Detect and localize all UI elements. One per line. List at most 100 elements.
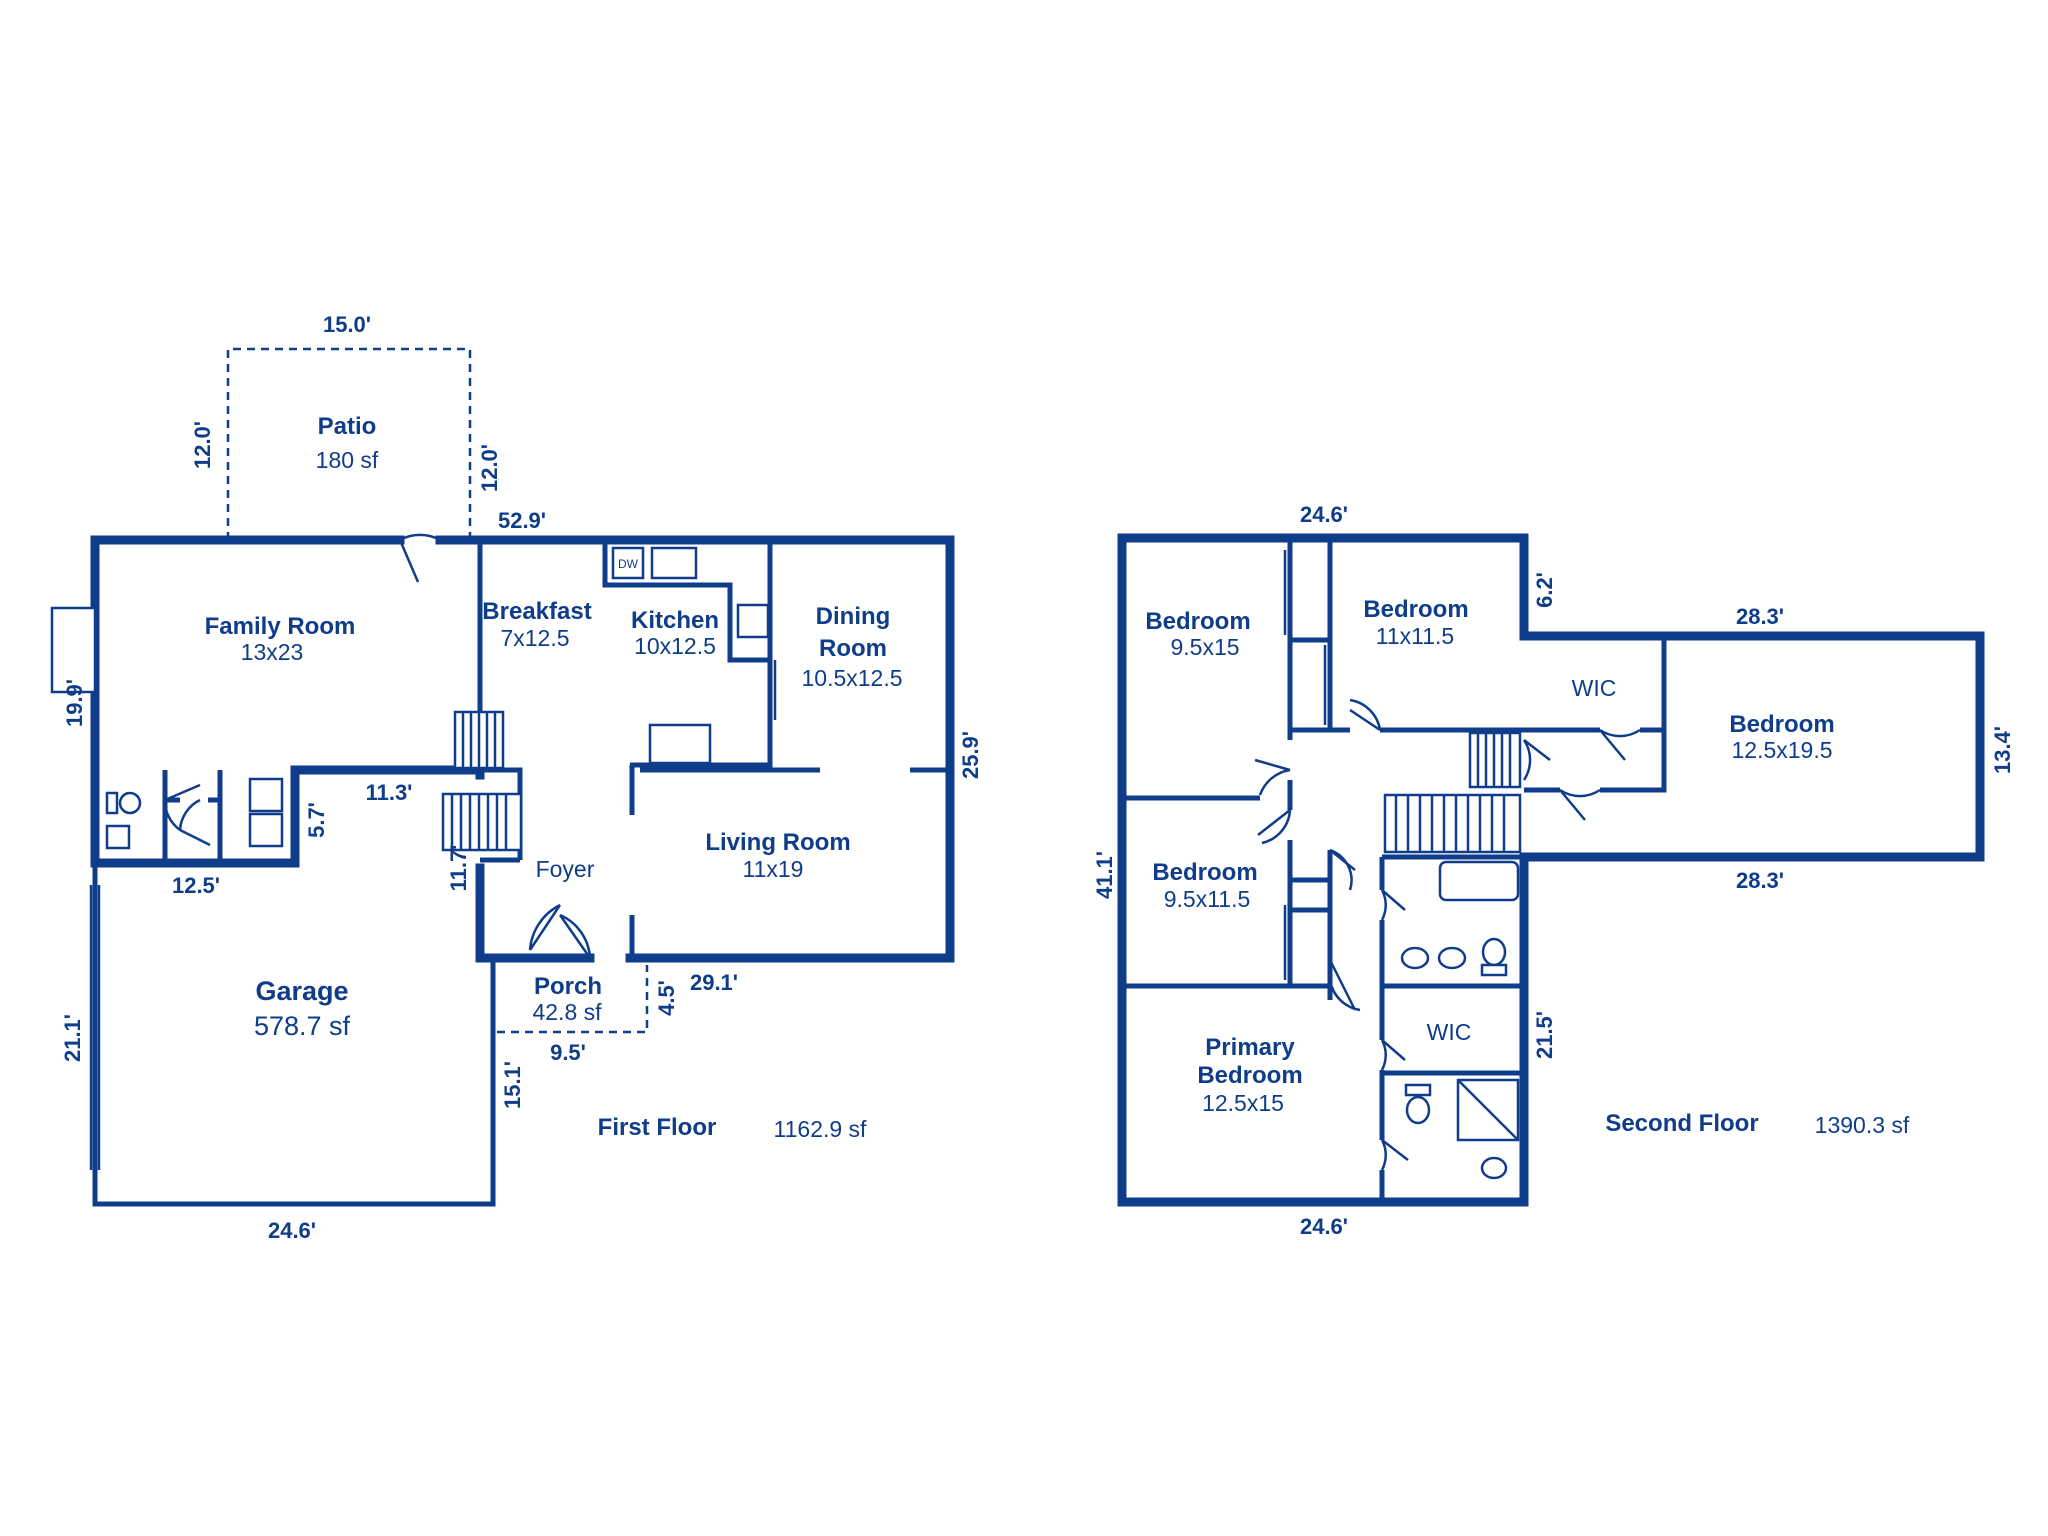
second-floor-exterior-wall <box>1117 533 1985 1207</box>
bedroom-tm-door <box>1349 698 1382 732</box>
breakfast-size: 7x12.5 <box>500 625 569 651</box>
bedroom-right-name: Bedroom <box>1729 711 1834 738</box>
stairs-second <box>1383 731 1522 854</box>
family-room-name: Family Room <box>205 613 356 640</box>
porch-outline <box>497 965 649 1034</box>
porch-name: Porch <box>534 973 602 1000</box>
bedroom-right-size: 12.5x19.5 <box>1731 737 1832 763</box>
second-right-lower-dim: 21.5' <box>1532 1011 1557 1059</box>
family-room-size: 13x23 <box>241 639 304 665</box>
garage-bottom-dim: 24.6' <box>268 1218 316 1243</box>
bedroom-tl-door <box>1254 758 1291 796</box>
dining-room-name-line1: Dining <box>816 603 891 630</box>
primary-toilet-tank-icon <box>1404 1083 1432 1097</box>
shower-diagonal <box>1457 1079 1519 1141</box>
porch-depth-dim: 4.5' <box>654 980 679 1016</box>
second-floor: Bedroom 9.5x15 Bedroom 11x11.5 WIC Bedro… <box>1092 502 2015 1239</box>
second-top-dim: 24.6' <box>1300 502 1348 527</box>
laundry-door <box>178 798 211 847</box>
kitchen-name: Kitchen <box>631 607 719 634</box>
primary-size: 12.5x15 <box>1202 1090 1284 1116</box>
primary-door <box>1328 959 1361 1012</box>
dining-room-size: 10.5x12.5 <box>801 665 902 691</box>
closet-walls-top <box>1290 538 1333 733</box>
bedroom-ml-name: Bedroom <box>1152 859 1257 886</box>
garage-left-dim: 21.1' <box>60 1014 85 1062</box>
primary-sink-icon <box>1480 1156 1508 1180</box>
wing-right-dim: 13.4' <box>1990 726 2015 774</box>
kitchen-sink-icon <box>650 546 698 580</box>
first-floor: DW Patio 180 sf Family Room 13x23 Breakf… <box>50 312 983 1243</box>
fireplace-icon <box>50 606 97 694</box>
bedroom-tl-bottom-wall <box>1122 795 1293 808</box>
hall-bath-door <box>1380 889 1406 921</box>
hall-toilet-tank-icon <box>1480 963 1508 977</box>
second-floor-area: 1390.3 sf <box>1815 1112 1910 1138</box>
living-room-name: Living Room <box>705 829 850 856</box>
second-left-dim: 41.1' <box>1092 851 1117 899</box>
porch-size: 42.8 sf <box>532 999 602 1025</box>
family-left-dim: 19.9' <box>62 679 87 727</box>
stairs-upper <box>453 710 505 770</box>
bedroom-right-door <box>1559 788 1601 821</box>
bedroom-tl-name: Bedroom <box>1145 608 1250 635</box>
hall-toilet-icon <box>1481 937 1507 967</box>
stove-icon <box>736 603 770 639</box>
laundry-bottom-dim: 12.5' <box>172 873 220 898</box>
garage-name: Garage <box>255 976 348 1006</box>
bedroom-ml-size: 9.5x11.5 <box>1164 886 1251 912</box>
bedroom-tm-name: Bedroom <box>1363 596 1468 623</box>
living-bottom-dim: 29.1' <box>690 970 738 995</box>
hall-sink-2-icon <box>1437 946 1467 970</box>
breakfast-name: Breakfast <box>482 598 591 625</box>
foyer-name: Foyer <box>536 856 595 882</box>
dishwasher-label: DW <box>618 557 639 571</box>
dryer-icon <box>248 812 284 848</box>
washer-icon <box>248 777 284 813</box>
first-floor-title: First Floor <box>598 1114 717 1141</box>
patio-width-dim: 15.0' <box>323 312 371 337</box>
living-room-size: 11x19 <box>743 856 804 882</box>
bedroom-right-left-wall <box>1524 636 1667 793</box>
overall-top-dim: 52.9' <box>498 508 546 533</box>
stairs-hall-door <box>1522 739 1551 781</box>
bedroom-tl-size: 9.5x15 <box>1170 634 1239 660</box>
wing-top-dim: 28.3' <box>1736 604 1784 629</box>
bedroom-ml-door <box>1257 809 1292 845</box>
wic-lower-name: WIC <box>1427 1019 1472 1045</box>
laundry-walls <box>162 770 223 863</box>
patio-name: Patio <box>318 413 377 440</box>
toilet-icon <box>118 791 142 815</box>
patio-right-dim: 12.0' <box>477 444 502 492</box>
primary-name-line1: Primary <box>1205 1034 1295 1061</box>
kitchen-island-wall <box>630 730 773 768</box>
toilet-tank-icon <box>105 791 119 815</box>
garage-size: 578.7 sf <box>254 1011 351 1041</box>
garage-right-dim: 15.1' <box>500 1061 525 1109</box>
second-bottom-dim: 24.6' <box>1300 1214 1348 1239</box>
primary-toilet-icon <box>1405 1095 1431 1125</box>
hall-sink-1-icon <box>1400 946 1430 970</box>
first-floor-area: 1162.9 sf <box>774 1116 868 1142</box>
dining-room-name-line2: Room <box>819 635 887 662</box>
patio-outline <box>226 347 472 540</box>
wic-upper-door <box>1599 728 1641 761</box>
hall-linen-door <box>1329 848 1356 891</box>
kitchen-size: 10x12.5 <box>634 633 716 659</box>
first-floor-exterior-wall <box>90 535 955 963</box>
primary-bath-door <box>1380 1139 1409 1171</box>
right-side-dim: 25.9' <box>958 731 983 779</box>
wic-lower-door <box>1380 1039 1406 1071</box>
half-bath-door <box>163 783 201 832</box>
wic-upper-name: WIC <box>1572 675 1617 701</box>
bedroom-tm-size: 11x11.5 <box>1376 623 1454 649</box>
second-floor-title: Second Floor <box>1605 1110 1758 1137</box>
bathtub-icon <box>1438 860 1520 902</box>
laundry-height-dim: 5.7' <box>304 802 329 838</box>
wing-bottom-dim: 28.3' <box>1736 868 1784 893</box>
primary-top-wall <box>1122 983 1333 1000</box>
garage-wall <box>92 863 496 1207</box>
front-door-right <box>558 913 592 959</box>
porch-width-dim: 9.5' <box>550 1040 586 1065</box>
